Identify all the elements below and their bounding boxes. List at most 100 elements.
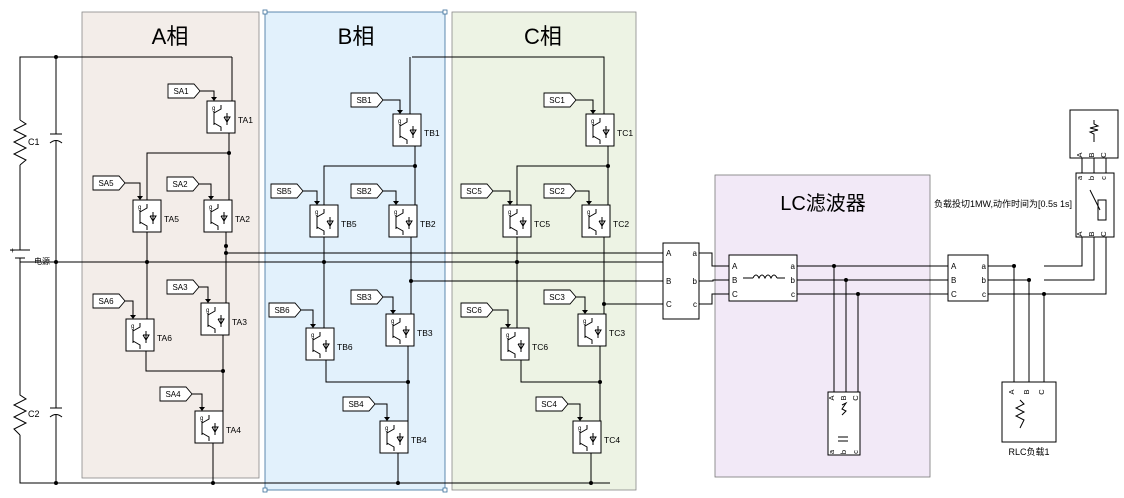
filter-rc-block[interactable] [827,391,861,456]
junction [221,369,225,373]
gate-signal-label: SA2 [172,180,188,189]
phase-b-panel [264,11,446,491]
bus-selector-2[interactable] [947,254,989,302]
switch-label: TB4 [411,435,427,445]
junction [602,302,606,306]
port-label: A [951,262,957,271]
gate-signal-tag-sc4[interactable]: SC4 [535,396,569,412]
igbt-gate-pin: g [206,308,209,314]
port-label: C [1037,389,1046,395]
gate-signal-tag-sc2[interactable]: SC2 [543,183,577,199]
igbt-gate-pin: g [578,426,581,432]
port-label: c [693,300,697,309]
gate-signal-tag-sa1[interactable]: SA1 [167,83,201,99]
port-label: A [1075,231,1084,236]
gate-signal-tag-sc3[interactable]: SC3 [543,289,577,305]
filter-inductor-block[interactable] [728,254,798,302]
port-label: A [827,395,836,400]
cap-label-c1: C1 [28,137,40,147]
gate-signal-label: SA5 [98,179,114,188]
gate-signal-tag-sc5[interactable]: SC5 [460,183,494,199]
cap-label-c2: C2 [28,409,40,419]
switch-label: TB1 [424,128,440,138]
port-label: A [1075,152,1084,157]
gate-signal-tag-sb4[interactable]: SB4 [342,396,376,412]
bus-selector-1[interactable] [662,242,700,320]
port-label: B [1087,152,1096,157]
gate-signal-tag-sa3[interactable]: SA3 [166,279,200,295]
gate-signal-tag-sb1[interactable]: SB1 [350,92,384,108]
breaker-block[interactable] [1075,172,1115,238]
gate-signal-tag-sb5[interactable]: SB5 [270,183,304,199]
port-label: B [951,276,956,285]
switch-label: TA4 [226,425,241,435]
switch-label: TB5 [341,219,357,229]
switch-label: TC1 [617,128,633,138]
gate-signal-label: SA6 [98,297,114,306]
gate-signal-tag-sa2[interactable]: SA2 [166,176,200,192]
port-label: a [1075,175,1084,180]
phase-b-title: B相 [338,24,375,49]
dc-link [10,55,665,485]
gate-signal-tag-sc6[interactable]: SC6 [460,302,494,318]
port-label: C [666,300,672,309]
junction [606,164,610,168]
port-label: b [982,276,987,285]
gate-signal-label: SB3 [356,293,372,302]
igbt-gate-pin: g [398,119,401,125]
port-label: C [1099,152,1108,158]
gate-signal-tag-sc1[interactable]: SC1 [543,92,577,108]
gate-signal-label: SB5 [276,187,292,196]
port-label: b [839,450,848,454]
igbt-gate-pin: g [209,205,212,211]
junction [227,151,231,155]
gate-signal-label: SB2 [356,187,372,196]
gate-signal-tag-sb2[interactable]: SB2 [350,183,384,199]
port-label: B [1087,231,1096,236]
gate-signal-tag-sb6[interactable]: SB6 [268,302,302,318]
switch-label: TA2 [235,214,250,224]
junction [322,260,326,264]
port-label: C [732,290,738,299]
source-plus-sign: + [10,246,15,255]
switch-label: TB3 [417,328,433,338]
junction [211,481,215,485]
breaker-load-block[interactable] [1069,109,1119,159]
port-label: a [693,249,698,258]
port-label: b [693,277,698,286]
gate-signal-label: SA4 [165,390,181,399]
gate-signal-tag-sb3[interactable]: SB3 [350,289,384,305]
igbt-gate-pin: g [394,210,397,216]
igbt-gate-pin: g [212,106,215,112]
port-label: a [791,262,796,271]
port-label: a [827,449,836,454]
filter-panel [714,174,931,478]
gate-signal-tag-sa5[interactable]: SA5 [92,175,126,191]
port-label: c [982,290,986,299]
gate-signal-tag-sa6[interactable]: SA6 [92,293,126,309]
junction [224,251,228,255]
igbt-gate-pin: g [591,119,594,125]
gate-signal-tag-sa4[interactable]: SA4 [159,386,193,402]
igbt-gate-pin: g [138,205,141,211]
rlc-load-block[interactable] [1001,381,1057,443]
